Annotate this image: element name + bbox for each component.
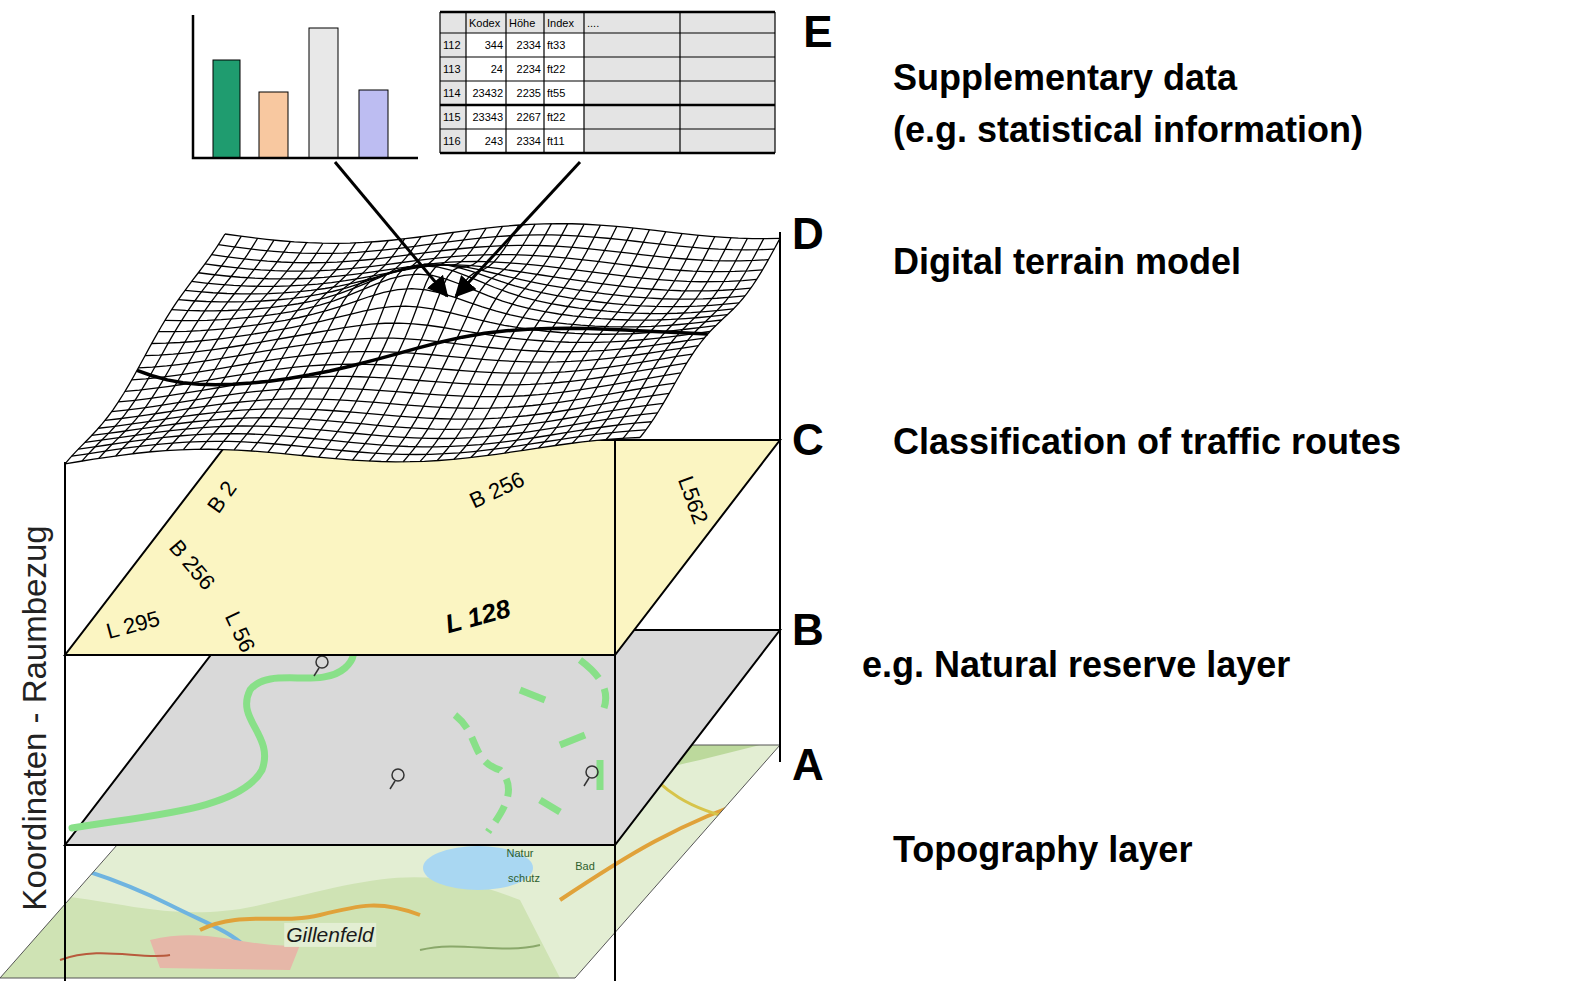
- table-cell: ft11: [547, 135, 565, 148]
- nature-reserve-layer: [65, 630, 780, 845]
- layer-caption: Digital terrain model: [893, 241, 1241, 282]
- map-label: schutz: [508, 872, 540, 885]
- table-cell: 114: [443, 87, 461, 100]
- table-cell: 116: [443, 135, 461, 148]
- axis-label: Koordinaten - Raumbezug: [16, 525, 54, 910]
- layer-letter: B: [792, 605, 824, 656]
- terrain-mesh: [65, 224, 780, 464]
- layer-letter: E: [803, 7, 832, 58]
- map-label: Bad: [575, 860, 595, 873]
- table-grid: [440, 12, 775, 153]
- table-cell: ft22: [547, 63, 565, 76]
- table-cell: 112: [443, 39, 461, 52]
- table-cell: 23343: [472, 111, 503, 124]
- table-cell: 344: [485, 39, 503, 52]
- layer-letter: C: [792, 415, 824, 466]
- table-cell: 2334: [517, 135, 541, 148]
- map-label: Gillenfeld: [284, 923, 376, 947]
- table-cell: 2267: [517, 111, 541, 124]
- table-cell: 2334: [517, 39, 541, 52]
- table-cell: Kodex: [469, 16, 500, 29]
- table-cell: Index: [547, 16, 574, 29]
- table-cell: 2234: [517, 63, 541, 76]
- table-cell: 113: [443, 63, 461, 76]
- layer-caption: Classification of traffic routes: [893, 421, 1401, 462]
- table-cell: ....: [587, 16, 599, 29]
- map-label: Natur: [507, 847, 534, 860]
- table-cell: 115: [443, 111, 461, 124]
- traffic-route-layer: [65, 440, 780, 655]
- table-cell: 24: [491, 63, 503, 76]
- layer-caption: Topography layer: [893, 829, 1192, 870]
- table-cell: 243: [485, 135, 503, 148]
- layer-letter: A: [792, 740, 824, 791]
- layer-letter: D: [792, 209, 824, 260]
- link-arrows: [335, 162, 580, 296]
- layer-caption: e.g. Natural reserve layer: [862, 644, 1290, 685]
- table-cell: ft55: [547, 87, 565, 100]
- table-cell: ft33: [547, 39, 565, 52]
- layer-caption: Supplementary data (e.g. statistical inf…: [893, 52, 1373, 156]
- table-cell: 2235: [517, 87, 541, 100]
- bar-chart: [193, 15, 418, 158]
- table-cell: Höhe: [509, 16, 535, 29]
- table-cell: ft22: [547, 111, 565, 124]
- table-cell: 23432: [472, 87, 503, 100]
